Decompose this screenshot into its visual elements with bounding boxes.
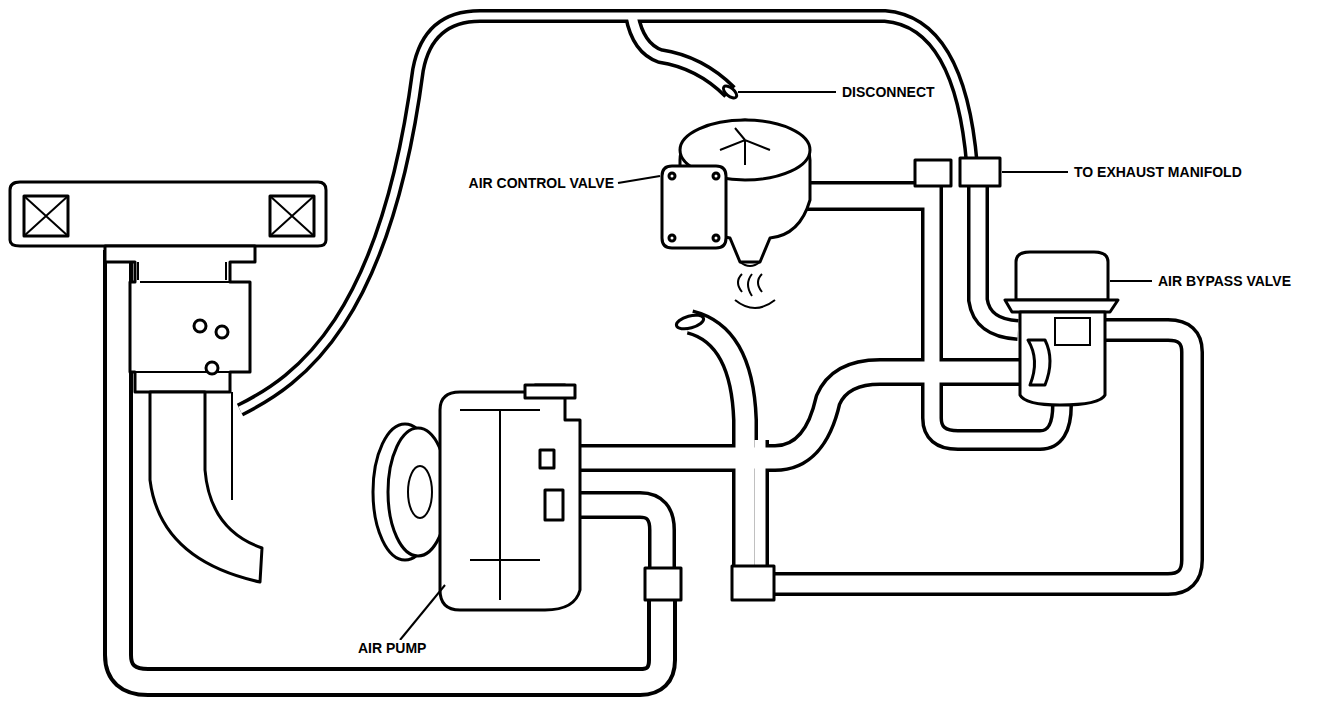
illustration-part	[618, 176, 660, 183]
illustration-part	[216, 326, 228, 338]
illustration-part	[400, 585, 445, 640]
valve-label: AIR CONTROL VALVE	[467, 175, 616, 191]
illustration-part	[240, 16, 972, 410]
illustration-part	[206, 362, 218, 374]
illustration-part	[735, 274, 775, 308]
illustration-part	[645, 568, 681, 600]
illustration-part	[231, 392, 233, 500]
air-cleaner	[10, 182, 326, 582]
manifold-junctions	[545, 490, 774, 600]
illustration-part	[721, 84, 738, 100]
hose-interiors	[118, 16, 1192, 682]
illustration-part	[105, 246, 255, 392]
illustration-part	[795, 181, 925, 211]
illustration-part	[713, 173, 719, 179]
illustration-part	[960, 158, 1000, 186]
illustration-part	[10, 182, 326, 246]
illustration-part	[1110, 280, 1152, 282]
illustration-part	[1005, 300, 1118, 312]
illustration-part	[669, 235, 675, 241]
disconnect-label: DISCONNECT	[840, 84, 937, 100]
manifold-label: TO EXHAUST MANIFOLD	[1072, 164, 1244, 180]
illustration-part	[545, 490, 563, 520]
pump-label: AIR PUMP	[356, 640, 428, 656]
illustration-part	[690, 322, 745, 578]
leader-lines	[400, 92, 1152, 640]
illustration-part	[713, 235, 719, 241]
illustration-part	[24, 196, 68, 236]
exhaust-tee	[915, 158, 1000, 186]
valve-label: AIR BYPASS VALVE	[1156, 273, 1293, 289]
air-control-valve	[662, 120, 810, 308]
illustration-part	[662, 166, 726, 248]
illustration-part	[738, 91, 836, 93]
illustration-part	[1055, 318, 1090, 345]
illustration-part	[740, 262, 760, 266]
illustration-part	[150, 392, 262, 582]
illustration-part	[1002, 171, 1068, 173]
air-bypass-valve	[1005, 252, 1118, 405]
illustration-part	[720, 128, 770, 165]
illustration-part	[130, 282, 230, 372]
illustration-part	[460, 395, 565, 600]
illustration-part	[732, 566, 774, 600]
illustration-part	[24, 196, 68, 236]
illustration-part	[755, 440, 766, 578]
illustration-part	[575, 372, 1035, 458]
illustration-part	[1016, 252, 1108, 300]
illustration-part	[408, 466, 432, 518]
illustration-part	[1020, 312, 1105, 405]
illustration-part	[669, 173, 675, 179]
illustration-part	[525, 385, 575, 398]
illustration-part	[632, 16, 730, 92]
illustration-part	[675, 313, 705, 332]
illustration-part	[194, 320, 206, 332]
hose-outlines	[118, 16, 1192, 682]
illustration-part	[540, 450, 554, 468]
illustration-part	[1028, 340, 1050, 385]
illustration-part	[632, 16, 730, 92]
illustration-part	[440, 385, 580, 610]
illustration-part	[270, 196, 314, 236]
air-pump	[373, 385, 580, 610]
illustration-part	[915, 160, 951, 186]
illustration-part	[240, 16, 972, 410]
illustration-part	[795, 185, 925, 208]
illustration-part	[270, 196, 314, 236]
illustration-part	[138, 262, 226, 280]
